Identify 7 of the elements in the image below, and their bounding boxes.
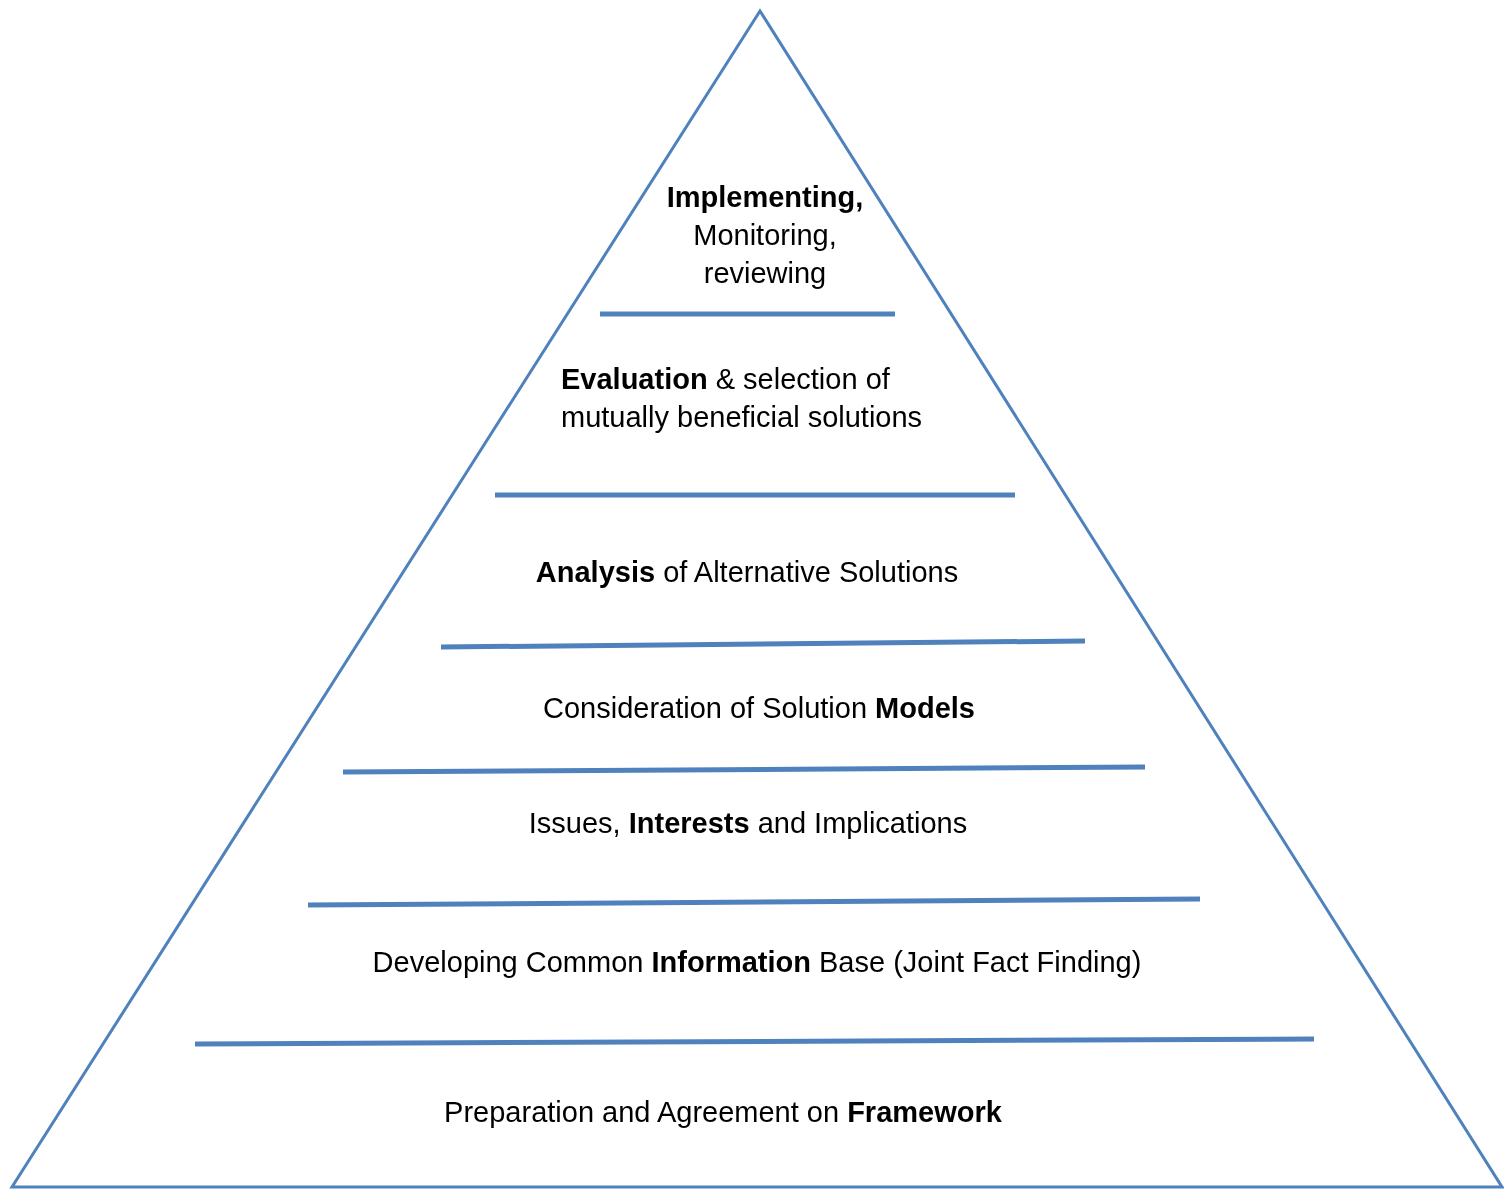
pyramid-level-text: Implementing, Monitoring, reviewing (645, 178, 885, 292)
pyramid-level-text: Analysis of Alternative Solutions (447, 553, 1047, 591)
pyramid-level-text: Consideration of Solution Models (459, 689, 1059, 727)
pyramid-level-text: Developing Common Information Base (Joint Fact Finding) (307, 943, 1207, 981)
pyramid-level-text: Issues, Interests and Implications (448, 804, 1048, 842)
pyramid-level-text: Evaluation & selection of mutually beneficial solutions (561, 360, 981, 436)
pyramid-level-text: Preparation and Agreement on Framework (373, 1093, 1073, 1131)
